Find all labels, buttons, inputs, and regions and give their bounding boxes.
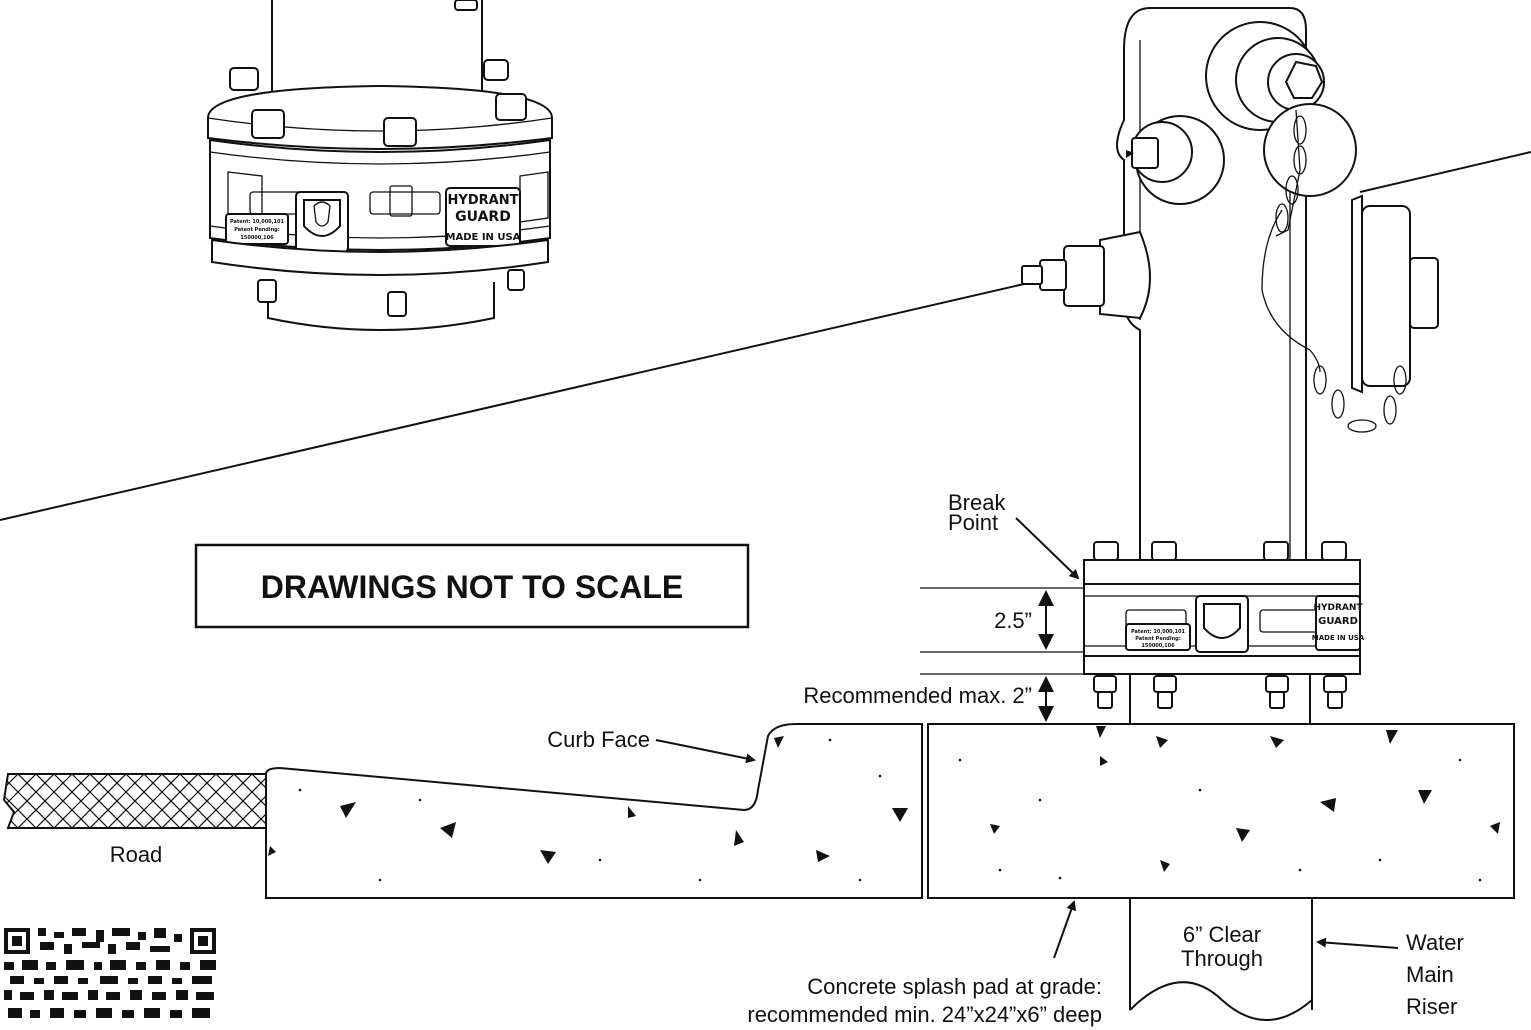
not-to-scale-notice: DRAWINGS NOT TO SCALE: [194, 543, 750, 629]
clear-through-line1: 6” Clear: [1183, 922, 1261, 947]
hydrant-patent-line2: Patent Pending:: [1135, 636, 1180, 642]
splash-pad-label-line2: recommended min. 24”x24”x6” deep: [747, 1002, 1102, 1027]
water-main-label-line3: Riser: [1406, 994, 1457, 1019]
dimension-lines: [920, 587, 1084, 722]
hydrant-shield-logo-icon: [1195, 595, 1249, 653]
hydrant-brand-line1: HYDRANT: [1313, 603, 1363, 613]
hydrant-origin: MADE IN USA: [1312, 634, 1365, 642]
splash-pad-label-line1: Concrete splash pad at grade:: [807, 974, 1102, 999]
hydrant-lower-bolts: [1093, 675, 1347, 709]
detail-brand-line1: HYDRANT: [448, 193, 519, 208]
notice-text: DRAWINGS NOT TO SCALE: [261, 569, 684, 605]
detail-patent-line1: Patent: 10,000,101: [230, 219, 285, 225]
detail-patent-line3: 150000,106: [240, 235, 274, 241]
break-point-label-line1: Break: [948, 490, 1006, 515]
concrete-speckles: [268, 726, 1500, 882]
curb-face-label: Curb Face: [547, 727, 650, 752]
hydrant-patent-line1: Patent: 10,000,101: [1131, 629, 1186, 635]
curb-face-arrow: [655, 739, 756, 764]
hydrant-patent-line3: 150000,106: [1141, 643, 1175, 649]
detail-bolts: [229, 59, 527, 317]
detail-callout-line-upper: [1359, 151, 1531, 193]
detail-brand-line2: GUARD: [455, 209, 511, 225]
break-point-arrow: [1015, 517, 1080, 580]
road-surface: [2, 773, 267, 829]
water-main-riser: [1129, 898, 1313, 1021]
detail-callout-line-lower: [0, 277, 1051, 521]
collar-detail-view: HYDRANT GUARD MADE IN USA Patent: 10,000…: [207, 0, 553, 331]
road-label: Road: [110, 842, 163, 867]
hydrant-brand-line2: GUARD: [1318, 616, 1358, 627]
cap-chain: [1261, 109, 1407, 433]
shield-logo-icon: [295, 191, 349, 253]
break-point-label-line2: Point: [948, 510, 998, 535]
clear-through-line2: Through: [1181, 946, 1263, 971]
detail-origin: MADE IN USA: [446, 232, 521, 243]
recommended-max-label: Recommended max. 2”: [803, 683, 1032, 708]
water-main-arrow: [1316, 937, 1399, 949]
curb-concrete: [265, 723, 923, 899]
detail-patent-line2: Patent Pending:: [234, 227, 279, 233]
fire-hydrant: Patent: 10,000,101 Patent Pending: 15000…: [1021, 7, 1439, 724]
dim-height-label: 2.5”: [994, 608, 1032, 633]
water-main-label-line2: Main: [1406, 962, 1454, 987]
splash-pad-arrow: [1053, 900, 1077, 959]
water-main-label-line1: Water: [1406, 930, 1464, 955]
qr-code-icon: [4, 928, 216, 1018]
splash-pad-concrete: [927, 723, 1515, 899]
